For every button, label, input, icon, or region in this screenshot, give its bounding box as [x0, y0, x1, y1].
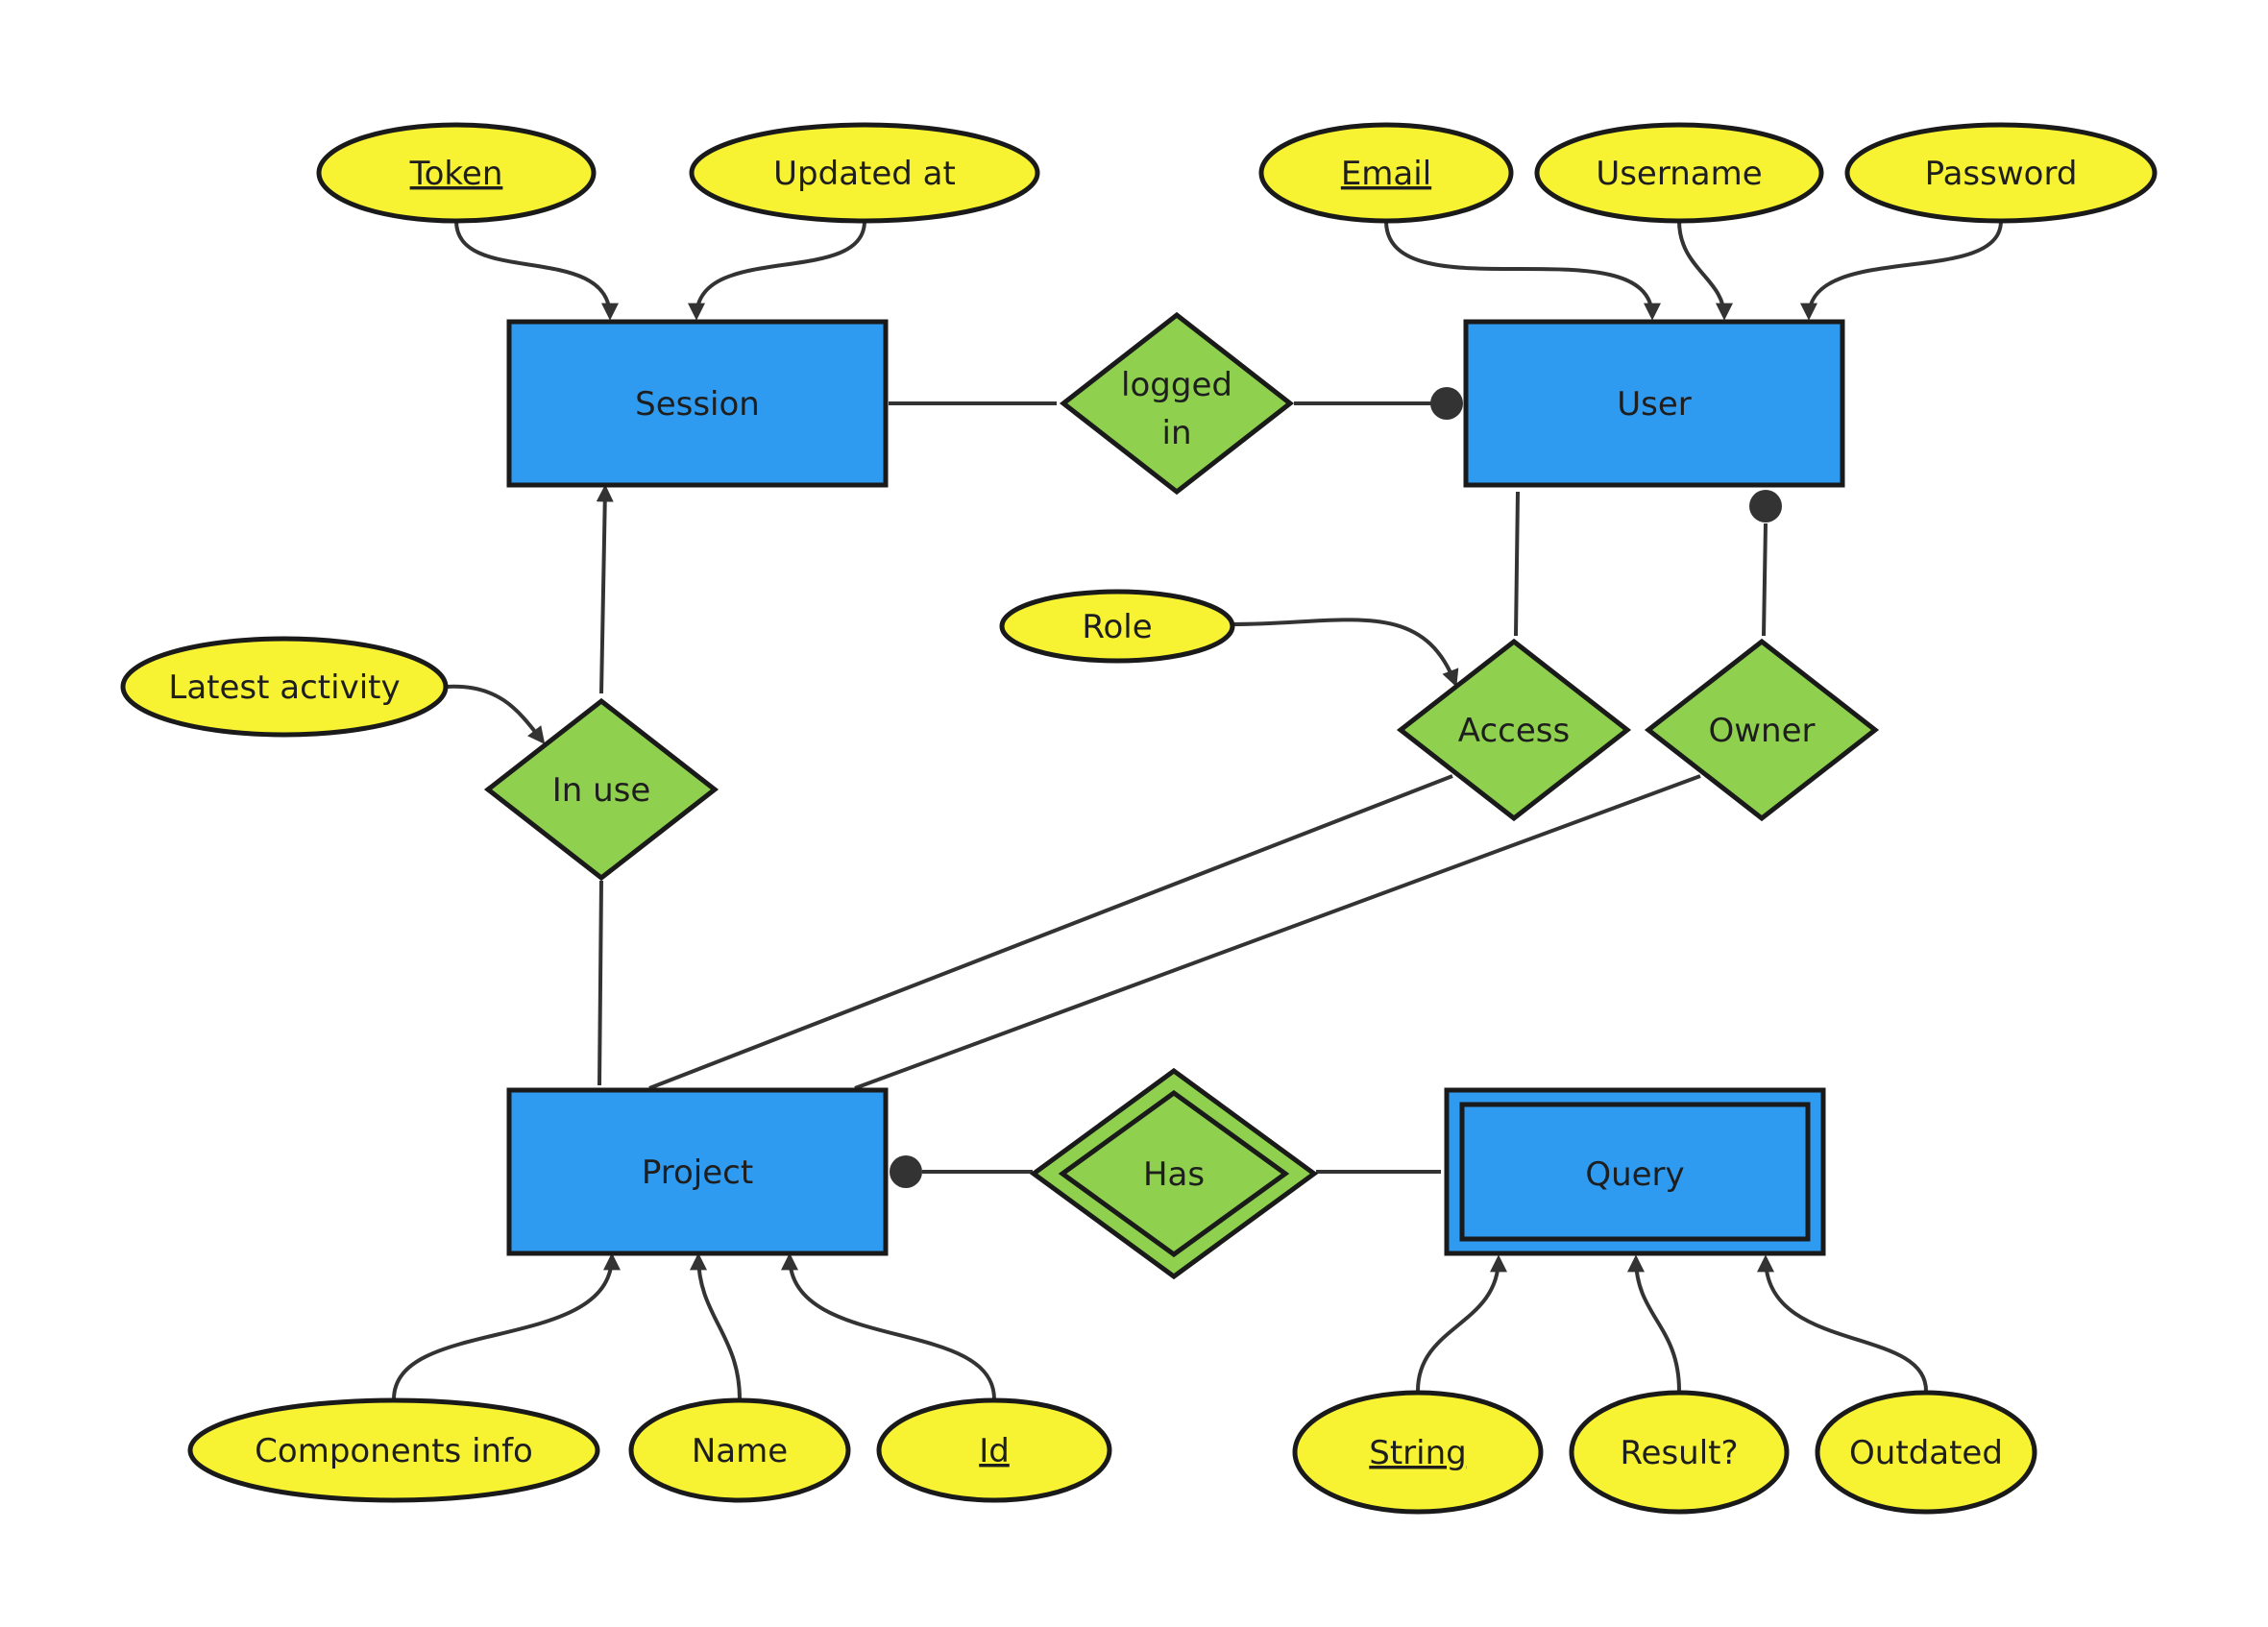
latest-activity-connector [446, 684, 546, 744]
relationship-has-label: Has [1143, 1155, 1205, 1194]
result-connector [1627, 1254, 1681, 1392]
attribute-components-info[interactable]: Components info [187, 1397, 600, 1503]
string-connector [1416, 1254, 1507, 1392]
relationship-logged-in[interactable]: logged in [1059, 311, 1295, 496]
attribute-token[interactable]: Token [316, 122, 597, 224]
token-connector [454, 220, 619, 321]
entity-user-label: User [1617, 385, 1692, 424]
updated-at-connector [688, 220, 866, 321]
relationship-owner-label: Owner [1708, 712, 1815, 750]
project-has-dot [890, 1155, 922, 1188]
relationship-access[interactable]: Access [1396, 638, 1632, 822]
access-project-connector [648, 774, 1453, 1090]
outdated-connector [1757, 1254, 1928, 1392]
entity-query-label: Query [1585, 1155, 1684, 1194]
id-connector [781, 1252, 996, 1400]
relationship-owner[interactable]: Owner [1644, 638, 1880, 822]
attribute-outdated-label: Outdated [1849, 1434, 2003, 1472]
user-loggedin-dot [1430, 387, 1463, 420]
attribute-updated-at-label: Updated at [773, 155, 956, 193]
email-connector [1384, 220, 1661, 321]
name-connector [690, 1252, 742, 1400]
owner-project-connector [854, 774, 1701, 1090]
attribute-role[interactable]: Role [999, 589, 1235, 664]
password-connector [1800, 220, 2003, 321]
attribute-username-label: Username [1596, 155, 1762, 193]
relationship-logged-in-label-1: logged [1121, 366, 1232, 404]
relationship-logged-in-label-2: in [1162, 414, 1192, 452]
connectors [392, 220, 2003, 1400]
inuse-session-connector [596, 484, 614, 694]
attribute-result-label: Result? [1620, 1434, 1738, 1472]
relationship-has-identifying[interactable]: Has [1029, 1067, 1319, 1280]
attribute-name[interactable]: Name [628, 1397, 851, 1503]
attribute-components-info-label: Components info [255, 1432, 533, 1470]
attribute-email[interactable]: Email [1258, 122, 1514, 224]
relationship-in-use-label: In use [552, 771, 651, 810]
entity-project[interactable]: Project [506, 1087, 889, 1256]
role-connector [1232, 618, 1459, 688]
inuse-project-connector [597, 880, 603, 1086]
attribute-string[interactable]: String [1292, 1390, 1544, 1515]
entity-project-label: Project [642, 1153, 753, 1192]
user-owner-dot [1749, 490, 1782, 522]
entity-session[interactable]: Session [506, 319, 889, 488]
relationship-in-use[interactable]: In use [483, 697, 719, 882]
attribute-email-label: Email [1341, 155, 1431, 193]
attribute-password[interactable]: Password [1844, 122, 2158, 224]
user-access-connector [1514, 491, 1520, 637]
relationship-access-label: Access [1458, 712, 1570, 750]
username-connector [1677, 220, 1733, 321]
attribute-outdated[interactable]: Outdated [1815, 1390, 2037, 1515]
attribute-updated-at[interactable]: Updated at [689, 122, 1040, 224]
components-info-connector [392, 1252, 621, 1400]
entity-session-label: Session [635, 385, 760, 424]
attribute-id-label: Id [979, 1432, 1010, 1470]
attribute-latest-activity[interactable]: Latest activity [120, 636, 449, 738]
entity-query-weak[interactable]: Query [1444, 1087, 1826, 1256]
attribute-username[interactable]: Username [1534, 122, 1824, 224]
attribute-password-label: Password [1925, 155, 2078, 193]
entity-user[interactable]: User [1463, 319, 1845, 488]
attribute-name-label: Name [692, 1432, 788, 1470]
attribute-token-label: Token [409, 155, 503, 193]
attribute-result[interactable]: Result? [1569, 1390, 1790, 1515]
attribute-latest-activity-label: Latest activity [168, 668, 400, 707]
attribute-string-label: String [1369, 1434, 1466, 1472]
user-owner-connector [1762, 522, 1768, 637]
attribute-id[interactable]: Id [876, 1397, 1112, 1503]
attribute-role-label: Role [1082, 608, 1152, 646]
